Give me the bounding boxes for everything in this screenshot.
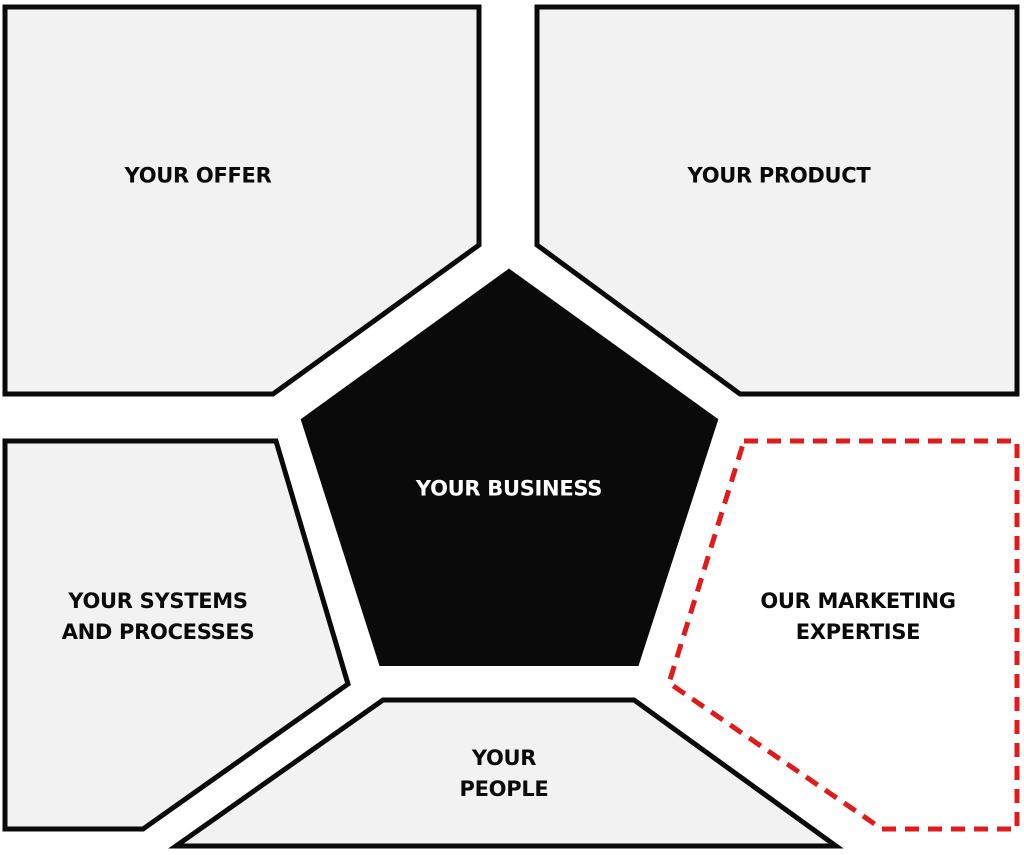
business-label-text: YOUR BUSINESS (415, 476, 603, 501)
marketing-panel (666, 438, 1020, 832)
systems-panel (2, 438, 351, 832)
systems-label: YOUR SYSTEMS AND PROCESSES (62, 586, 255, 648)
people-label-line1: YOUR (471, 746, 537, 770)
systems-label-line1: YOUR SYSTEMS (68, 589, 248, 613)
offer-label: YOUR OFFER (125, 161, 272, 192)
product-label-text: YOUR PRODUCT (687, 163, 871, 188)
systems-label-line2: AND PROCESSES (61, 620, 255, 644)
offer-label-text: YOUR OFFER (124, 163, 272, 188)
business-pentagon (300, 268, 719, 666)
marketing-label-line1: OUR MARKETING (760, 589, 956, 613)
people-label: YOUR PEOPLE (460, 743, 549, 805)
product-panel (534, 4, 1020, 397)
product-label: YOUR PRODUCT (688, 161, 871, 192)
people-label-line2: PEOPLE (459, 777, 549, 801)
marketing-label-line2: EXPERTISE (795, 620, 921, 644)
business-label: YOUR BUSINESS (416, 474, 602, 505)
offer-panel (2, 4, 482, 397)
marketing-label: OUR MARKETING EXPERTISE (760, 586, 956, 648)
people-panel (168, 697, 844, 849)
